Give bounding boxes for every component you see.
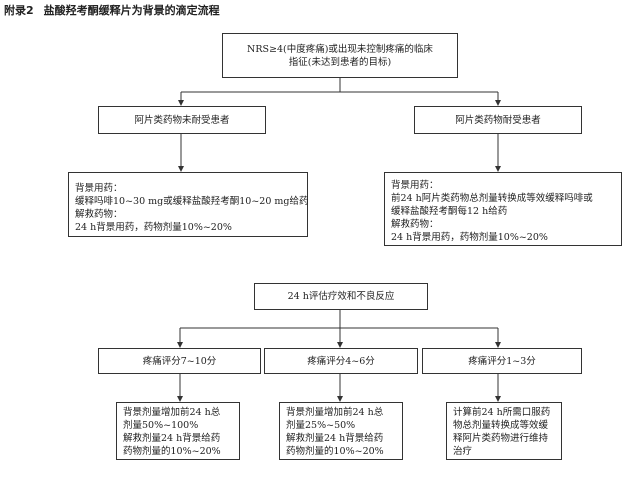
node-text-line: 阿片类药物未耐受患者 [134, 114, 230, 126]
node-text-line: 背景用药： [75, 183, 123, 194]
node-text: 背景剂量增加前24 h总剂量25%~50% 解救剂量24 h背景给药药物剂量的10… [286, 406, 402, 458]
node-text: NRS≥4(中度疼痛)或出现未控制疼痛的临床指征(未达到患者的目标) [247, 43, 433, 69]
node-text-line: 阿片类药物耐受患者 [455, 114, 541, 126]
node-text-line: 释阿片类药物进行维持 [453, 433, 549, 444]
node-text-line: 解救药物： [391, 219, 439, 230]
node-text-line: 24 h评估疗效和不良反应 [287, 291, 395, 302]
arrow-to-not-tolerant-head [178, 100, 184, 106]
node-text-line: 背景剂量增加前24 h总 [123, 407, 221, 418]
figure-title: 附录2 盐酸羟考酮缓释片为背景的滴定流程 [4, 2, 220, 18]
node-text: 背景剂量增加前24 h总剂量50%~100% 解救剂量24 h背景给药药物剂量的1… [123, 406, 239, 458]
node-not-tolerant: 阿片类药物未耐受患者 [98, 106, 266, 134]
node-action-mid: 背景剂量增加前24 h总剂量25%~50% 解救剂量24 h背景给药药物剂量的10… [279, 402, 403, 460]
node-text-line: 解救剂量24 h背景给药 [123, 433, 221, 444]
node-text-line: NRS≥4(中度疼痛)或出现未控制疼痛的临床 [247, 43, 433, 55]
arrow-to-action-low-head [495, 396, 501, 402]
arrow-to-not-tolerant-dose-head [178, 166, 184, 172]
node-text-line: 前24 h阿片类药物总剂量转换成等效缓释吗啡或 [391, 193, 593, 204]
node-text: 疼痛评分1~3分 [468, 355, 536, 368]
arrow-to-tolerant-dose-head [495, 166, 501, 172]
node-text-line: 缓释吗啡10~30 mg或缓释盐酸羟考酮10~20 mg给药 [75, 196, 309, 207]
node-text-line: 背景用药： [391, 180, 439, 191]
node-text-line: 解救药物： [75, 209, 123, 220]
node-text-line: 解救剂量24 h背景给药 [286, 433, 384, 444]
arrow-to-tolerant-head [495, 100, 501, 106]
node-text: 24 h评估疗效和不良反应 [288, 290, 395, 303]
node-text-line: 24 h背景用药，药物剂量10%~20% [391, 232, 548, 243]
arrow-to-score-low-head [495, 342, 501, 348]
node-text: 阿片类药物未耐受患者 [134, 114, 229, 127]
node-text-line: 治疗 [453, 446, 473, 457]
node-text-line: 药物剂量的10%~20% [286, 446, 384, 457]
node-text-line: 疼痛评分4~6分 [307, 355, 375, 367]
node-text-line: 剂量50%~100% [123, 420, 199, 431]
node-tolerant-dose: 背景用药： 前24 h阿片类药物总剂量转换成等效缓释吗啡或缓释盐酸羟考酮每12 h… [384, 172, 622, 246]
arrow-to-score-mid-head [337, 342, 343, 348]
title-text: 盐酸羟考酮缓释片为背景的滴定流程 [43, 4, 220, 17]
node-text-line: 计算前24 h所需口服药 [453, 407, 551, 418]
node-text: 计算前24 h所需口服药物总剂量转换成等效缓释阿片类药物进行维持治疗 [453, 406, 561, 458]
arrow-to-action-mid-head [337, 396, 343, 402]
node-text: 背景用药： 缓释吗啡10~30 mg或缓释盐酸羟考酮10~20 mg给药解救药物：… [75, 182, 309, 234]
node-text-line: 疼痛评分1~3分 [468, 355, 536, 367]
node-text-line: 疼痛评分7~10分 [142, 355, 217, 367]
node-score-low: 疼痛评分1~3分 [422, 348, 582, 374]
arrow-to-score-high-head [177, 342, 183, 348]
node-text-line: 物总剂量转换成等效缓 [453, 420, 549, 431]
node-text-line: 背景剂量增加前24 h总 [286, 407, 384, 418]
node-text-line: 缓释盐酸羟考酮每12 h给药 [391, 206, 508, 217]
node-text: 疼痛评分7~10分 [143, 355, 217, 368]
node-text: 疼痛评分4~6分 [307, 355, 375, 368]
node-text: 背景用药： 前24 h阿片类药物总剂量转换成等效缓释吗啡或缓释盐酸羟考酮每12 h… [391, 179, 621, 244]
arrow-to-action-high-head [177, 396, 183, 402]
node-text-line: 24 h背景用药，药物剂量10%~20% [75, 222, 232, 233]
appendix-label: 附录2 [4, 4, 34, 17]
node-evaluate: 24 h评估疗效和不良反应 [254, 283, 428, 310]
node-score-high: 疼痛评分7~10分 [98, 348, 261, 374]
node-text-line: 剂量25%~50% [286, 420, 356, 431]
node-action-low: 计算前24 h所需口服药物总剂量转换成等效缓释阿片类药物进行维持治疗 [446, 402, 562, 460]
node-tolerant: 阿片类药物耐受患者 [414, 106, 582, 134]
node-start: NRS≥4(中度疼痛)或出现未控制疼痛的临床指征(未达到患者的目标) [222, 33, 458, 78]
node-not-tolerant-dose: 背景用药： 缓释吗啡10~30 mg或缓释盐酸羟考酮10~20 mg给药解救药物：… [68, 172, 309, 237]
node-text-line: 指征(未达到患者的目标) [288, 56, 392, 68]
node-text: 阿片类药物耐受患者 [455, 114, 541, 127]
node-action-high: 背景剂量增加前24 h总剂量50%~100% 解救剂量24 h背景给药药物剂量的1… [116, 402, 240, 460]
node-text-line: 药物剂量的10%~20% [123, 446, 221, 457]
node-score-mid: 疼痛评分4~6分 [264, 348, 418, 374]
